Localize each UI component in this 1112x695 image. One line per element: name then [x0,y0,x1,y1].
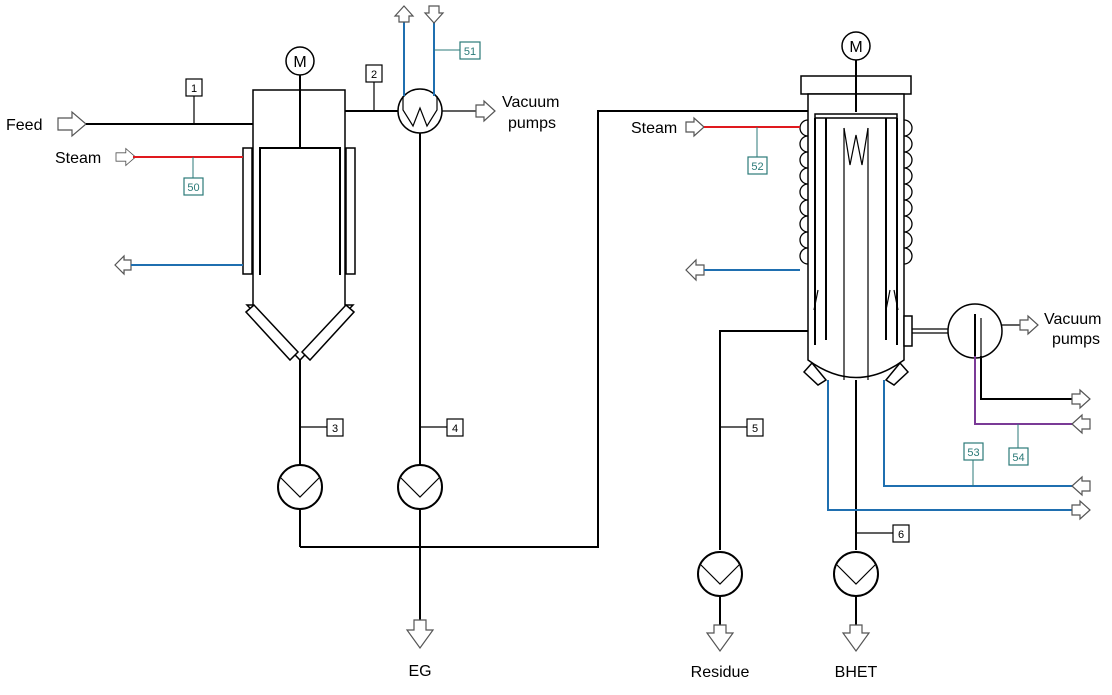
cold-trap: Vacuum pumps 54 [903,303,1102,466]
feed-stream: Feed 1 [6,78,253,137]
svg-text:Vacuum: Vacuum [1044,311,1102,328]
svg-text:2: 2 [371,69,377,81]
svg-text:51: 51 [464,46,476,58]
svg-text:5: 5 [752,423,758,435]
svg-text:M: M [849,39,862,56]
svg-text:Steam: Steam [55,150,101,167]
svg-text:4: 4 [452,423,458,435]
heating-coils [799,119,913,265]
condenser-1: 2 51 Vacuum pumps [345,5,560,134]
pump-4 [397,464,443,510]
evaporator-2 [799,60,913,386]
svg-text:BHET: BHET [835,664,878,681]
evaporator-1 [242,72,356,362]
svg-text:Vacuum: Vacuum [502,94,560,111]
svg-text:6: 6 [898,529,904,541]
svg-text:Feed: Feed [6,117,42,134]
svg-text:3: 3 [332,423,338,435]
bhet-stream: 6 BHET [833,380,910,681]
svg-text:52: 52 [751,161,763,173]
svg-text:M: M [293,54,306,71]
svg-text:pumps: pumps [508,115,556,132]
internal-condenser-cooling: 53 [827,380,1091,521]
motor-2: M [841,31,871,61]
residue-stream: 5 Residue [691,330,808,681]
steam-inlet-right: Steam 52 [631,116,800,175]
svg-text:53: 53 [967,447,979,459]
pump-6 [833,551,879,597]
svg-text:Steam: Steam [631,120,677,137]
pump-3 [277,464,323,510]
svg-text:50: 50 [187,182,199,194]
condensate-outlet-left [114,254,243,276]
pump-5 [697,551,743,597]
svg-text:EG: EG [408,663,431,680]
svg-text:pumps: pumps [1052,331,1100,348]
condensate-outlet-right [685,258,800,282]
svg-text:Residue: Residue [691,664,750,681]
steam-inlet-left: Steam 50 [55,148,243,196]
motor-1: M [285,46,315,76]
svg-text:54: 54 [1012,452,1024,464]
left-pump-section: 3 4 EG [277,110,808,680]
svg-text:1: 1 [191,83,197,95]
